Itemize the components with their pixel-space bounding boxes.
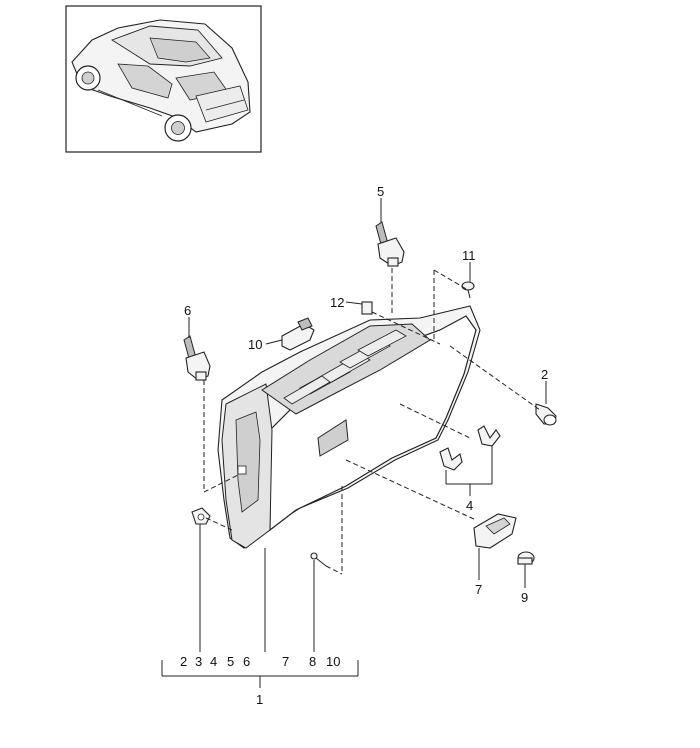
bottom-num-4: 4 <box>210 654 217 669</box>
screw-part-8 <box>310 552 327 567</box>
callout-labels: 5 11 12 6 10 2 4 7 9 1 2 3 4 5 6 7 8 10 <box>180 184 548 707</box>
bottom-num-8: 8 <box>309 654 316 669</box>
callout-5: 5 <box>377 184 384 199</box>
bottom-num-7: 7 <box>282 654 289 669</box>
car-thumbnail <box>65 5 262 153</box>
callout-4: 4 <box>466 498 473 513</box>
assembly-dashed-lines <box>203 268 541 575</box>
callout-11: 11 <box>462 248 476 263</box>
clips-part-4 <box>439 425 501 471</box>
bolt-part-3 <box>191 507 211 525</box>
nut-part-12 <box>361 301 373 315</box>
bolt-part-11 <box>461 281 475 299</box>
latch-part-5 <box>375 221 405 267</box>
lock-housing-part-7 <box>473 513 517 549</box>
callout-12: 12 <box>330 295 344 310</box>
callout-2: 2 <box>541 367 548 382</box>
lock-cylinder-part-9 <box>517 551 535 565</box>
callout-6: 6 <box>184 303 191 318</box>
bottom-num-2: 2 <box>180 654 187 669</box>
bottom-num-10: 10 <box>326 654 340 669</box>
bottom-num-3: 3 <box>195 654 202 669</box>
bottom-num-6: 6 <box>243 654 250 669</box>
callout-9: 9 <box>521 590 528 605</box>
latch-part-6 <box>183 335 211 381</box>
callout-7: 7 <box>475 582 482 597</box>
bottom-num-5: 5 <box>227 654 234 669</box>
leader-lines <box>161 198 547 688</box>
clip-part-10 <box>281 317 315 351</box>
callout-10: 10 <box>248 337 262 352</box>
bumper-stop-part-2 <box>535 403 557 426</box>
callout-1: 1 <box>256 692 263 707</box>
glove-box <box>217 305 481 549</box>
